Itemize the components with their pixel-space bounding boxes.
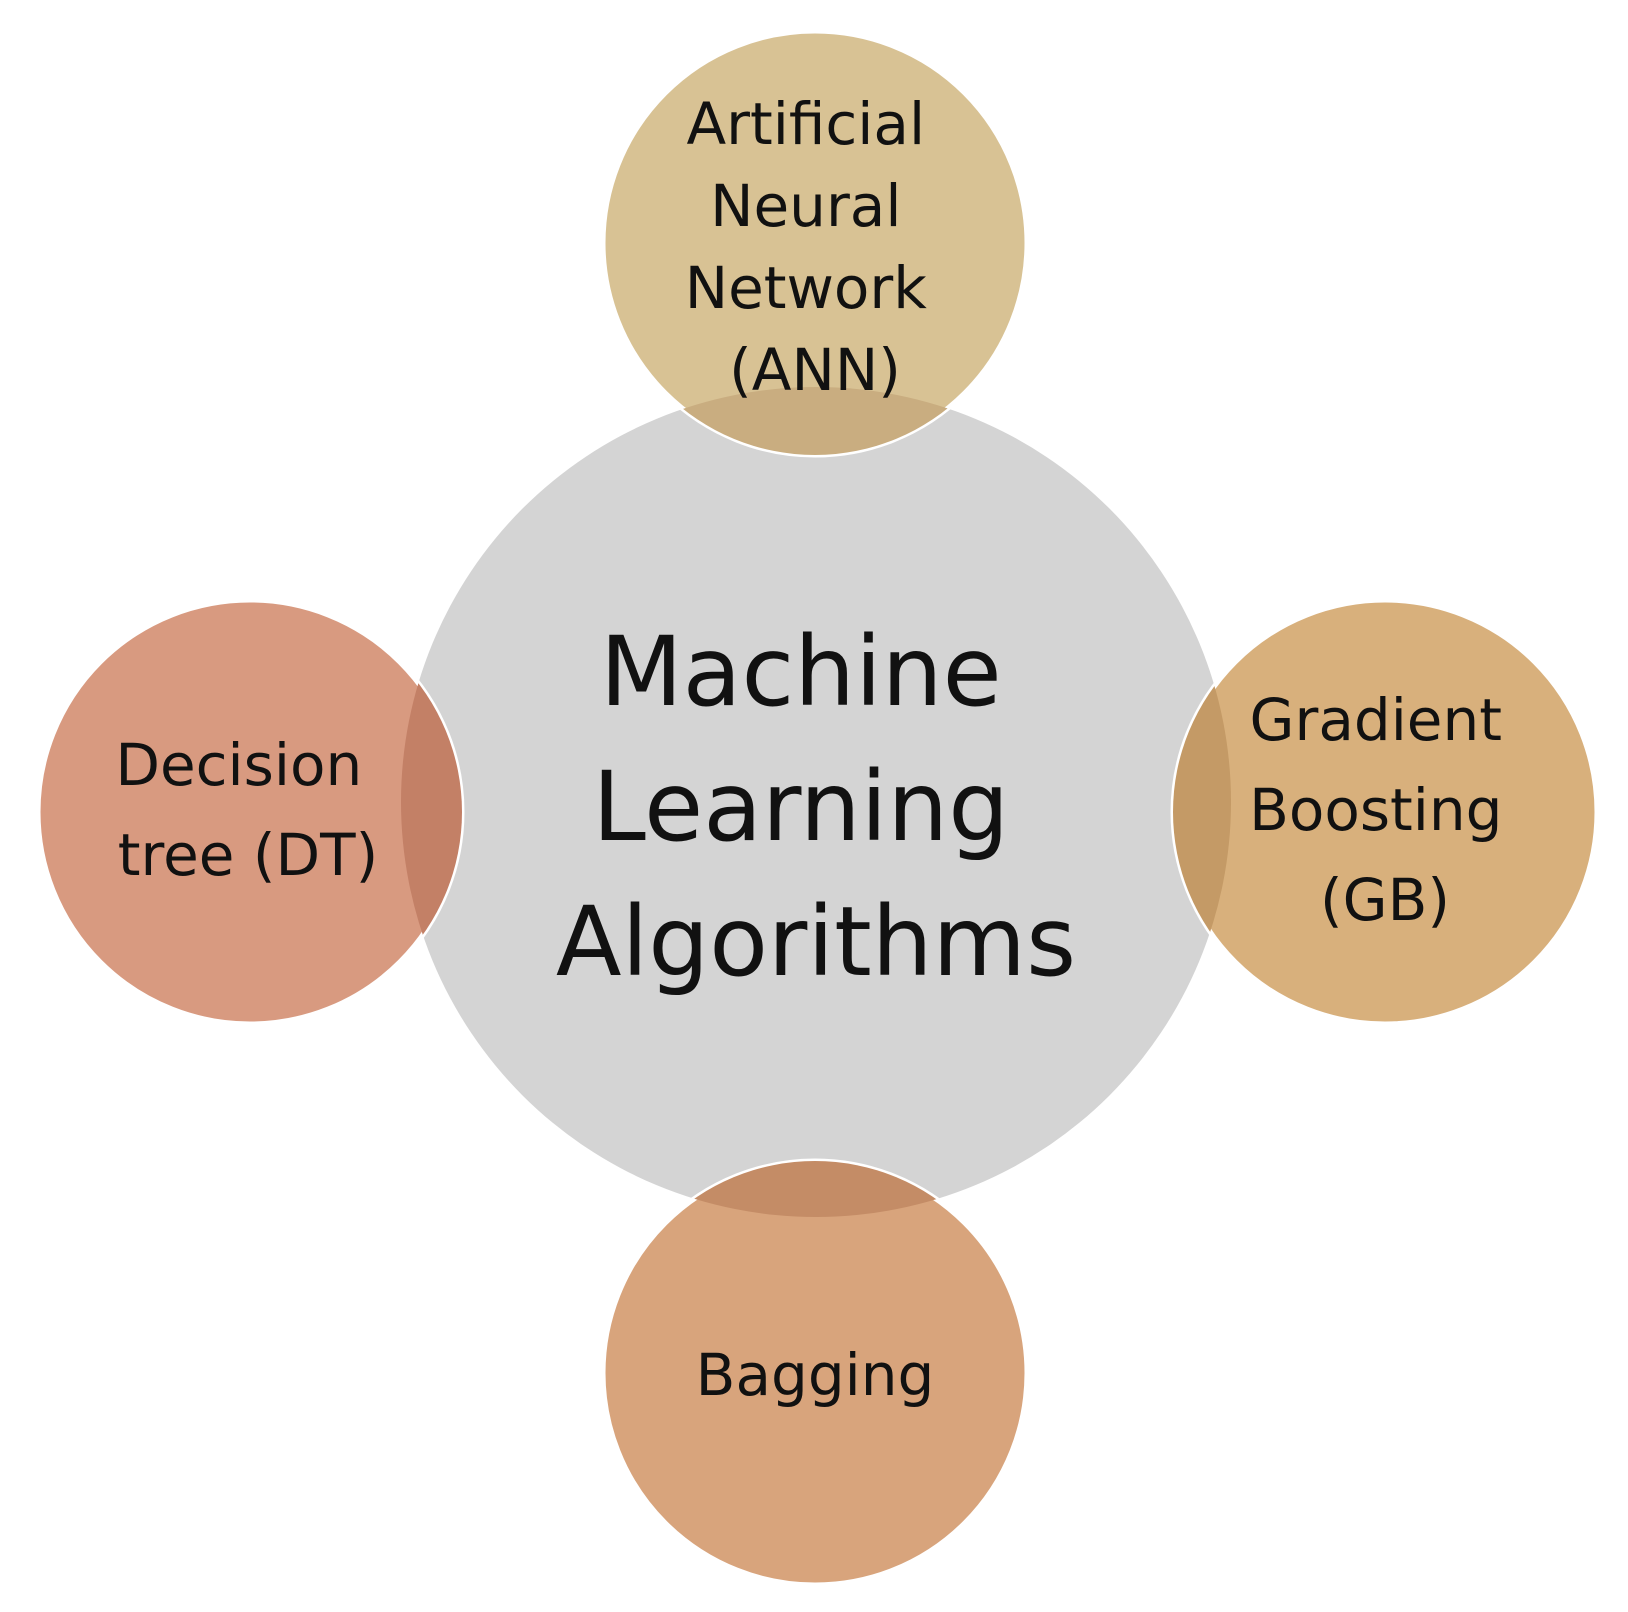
node-gb-label: Gradient Boosting (GB) bbox=[1249, 686, 1521, 934]
node-gb-label-line-1: Gradient bbox=[1250, 686, 1502, 754]
node-dt-label-line-2: tree (DT) bbox=[118, 821, 378, 889]
node-ann: Artificial Neural Network (ANN) bbox=[600, 28, 1030, 458]
node-dt-label: Decision tree (DT) bbox=[115, 731, 380, 889]
node-ann-label: Artificial Neural Network (ANN) bbox=[685, 90, 946, 404]
node-dt-circle bbox=[35, 597, 465, 1027]
node-bagging: Bagging bbox=[600, 1158, 1030, 1588]
center-circle bbox=[401, 387, 1231, 1217]
node-ann-label-line-4: (ANN) bbox=[729, 336, 901, 404]
node-ann-label-line-3: Network bbox=[685, 254, 928, 322]
center-label-line-2: Learning bbox=[592, 751, 1009, 863]
center-label-line-3: Algorithms bbox=[556, 886, 1076, 998]
node-bagging-label-line-1: Bagging bbox=[696, 1341, 935, 1409]
node-dt-label-line-1: Decision bbox=[115, 731, 362, 799]
center-label-line-1: Machine bbox=[600, 616, 1002, 728]
node-gb: Gradient Boosting (GB) bbox=[1170, 597, 1600, 1027]
node-ann-label-line-1: Artificial bbox=[686, 90, 925, 158]
center-label: Machine Learning Algorithms bbox=[556, 616, 1076, 998]
node-dt: Decision tree (DT) bbox=[35, 597, 465, 1027]
node-gb-label-line-2: Boosting bbox=[1249, 776, 1502, 844]
node-bagging-label: Bagging bbox=[696, 1341, 935, 1409]
node-ann-label-line-2: Neural bbox=[710, 172, 901, 240]
node-gb-label-line-3: (GB) bbox=[1320, 866, 1450, 934]
